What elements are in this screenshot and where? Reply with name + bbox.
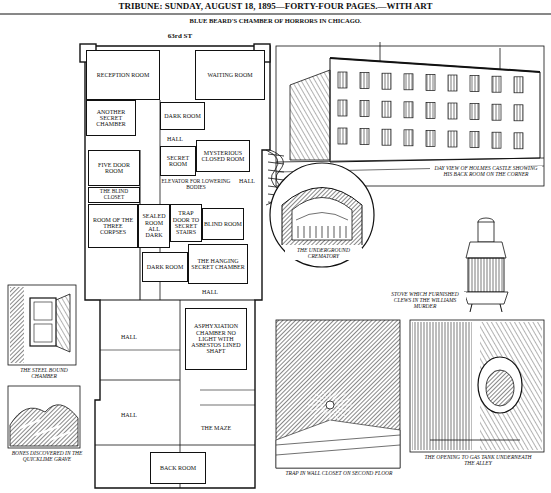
room-name: HALL <box>201 288 219 296</box>
picture-caption: STOVE WHICH FURNISHED CLEWS IN THE WILLI… <box>384 292 466 309</box>
room-name: HALL <box>120 333 138 341</box>
room-name: SEALED ROOM ALL DARK <box>139 212 169 239</box>
hall-area: HALL <box>104 330 154 344</box>
room-name: HALL <box>166 135 184 143</box>
headline: BLUE BEARD'S CHAMBER OF HORRORS IN CHICA… <box>0 18 551 25</box>
room-name: BLIND ROOM <box>203 220 243 228</box>
gas-tank-view <box>410 320 544 452</box>
room-box: BLIND ROOM <box>202 208 244 240</box>
room-box: WAITING ROOM <box>195 50 265 100</box>
room-box: ASPHYXIATION CHAMBER NO LIGHT WITH ASBES… <box>185 308 247 370</box>
room-name: ROOM OF THE THREE CORPSES <box>89 216 137 237</box>
room-name: THE BLIND CLOSET <box>89 188 139 201</box>
room-name: HALL <box>120 411 138 419</box>
picture-caption: THE STEEL BOUND CHAMBER <box>10 368 78 380</box>
room-box: MYSTERIOUS CLOSED ROOM <box>196 140 250 172</box>
room-name: ANOTHER SECRET CHAMBER <box>87 108 135 129</box>
room-name: RECEPTION ROOM <box>96 71 151 79</box>
crematory-view <box>270 163 374 267</box>
masthead: TRIBUNE: SUNDAY, AUGUST 18, 1895—FORTY-F… <box>0 2 551 11</box>
floor-plan <box>80 44 270 488</box>
room-name: ELEVATOR FOR LOWERING BODIES <box>158 178 234 191</box>
picture-caption: THE OPENING TO GAS TANK UNDERNEATH THE A… <box>418 455 538 467</box>
room-box: SECRET ROOM <box>160 146 196 176</box>
room-box: SEALED ROOM ALL DARK <box>138 204 170 248</box>
hall-area: HALL <box>150 132 200 146</box>
hall-area: HALL <box>232 174 262 188</box>
hall-area: THE MAZE <box>188 420 244 436</box>
room-box: DARK ROOM <box>160 102 205 130</box>
room-name: DARK ROOM <box>163 112 202 120</box>
room-box: THE HANGING SECRET CHAMBER <box>188 244 248 284</box>
bones-view <box>8 386 80 448</box>
room-name: MYSTERIOUS CLOSED ROOM <box>197 149 249 164</box>
picture-caption: TRAP IN WALL CLOSET ON SECOND FLOOR <box>282 471 396 477</box>
trap-view <box>276 320 400 468</box>
steel-chamber-view <box>8 285 76 365</box>
room-box: TRAP DOOR TO SECRET STAIRS <box>170 204 202 242</box>
room-box: FIVE DOOR ROOM <box>88 150 140 186</box>
stove-view <box>464 218 508 312</box>
hall-area: ELEVATOR FOR LOWERING BODIES <box>158 176 234 194</box>
hall-area: HALL <box>180 286 240 298</box>
room-box: DARK ROOM <box>142 252 188 282</box>
hall-area: HALL <box>104 408 154 422</box>
room-box: ROOM OF THE THREE CORPSES <box>88 204 138 248</box>
room-name: THE MAZE <box>200 424 232 432</box>
picture-caption: BONES DISCOVERED IN THE QUICKLIME GRAVE <box>6 451 88 463</box>
picture-caption: THE UNDERGROUND CREMATORY <box>285 248 362 260</box>
room-name: FIVE DOOR ROOM <box>89 161 139 176</box>
street-name: 63rd ST <box>150 33 210 40</box>
room-name: BACK ROOM <box>159 464 197 472</box>
room-name: WAITING ROOM <box>206 71 253 79</box>
room-box: THE BLIND CLOSET <box>88 187 140 203</box>
room-box: ANOTHER SECRET CHAMBER <box>86 100 136 136</box>
picture-caption: DAY VIEW OF HOLMES CASTLE SHOWING HIS BA… <box>430 166 542 178</box>
room-name: SECRET ROOM <box>161 154 195 169</box>
room-name: THE HANGING SECRET CHAMBER <box>189 257 247 272</box>
room-name: TRAP DOOR TO SECRET STAIRS <box>171 209 201 236</box>
room-box: RECEPTION ROOM <box>86 50 160 100</box>
room-name: DARK ROOM <box>146 263 185 271</box>
room-name: HALL <box>238 177 256 185</box>
room-name: ASPHYXIATION CHAMBER NO LIGHT WITH ASBES… <box>186 322 246 355</box>
header-rule <box>0 14 551 15</box>
room-box: BACK ROOM <box>150 452 206 484</box>
